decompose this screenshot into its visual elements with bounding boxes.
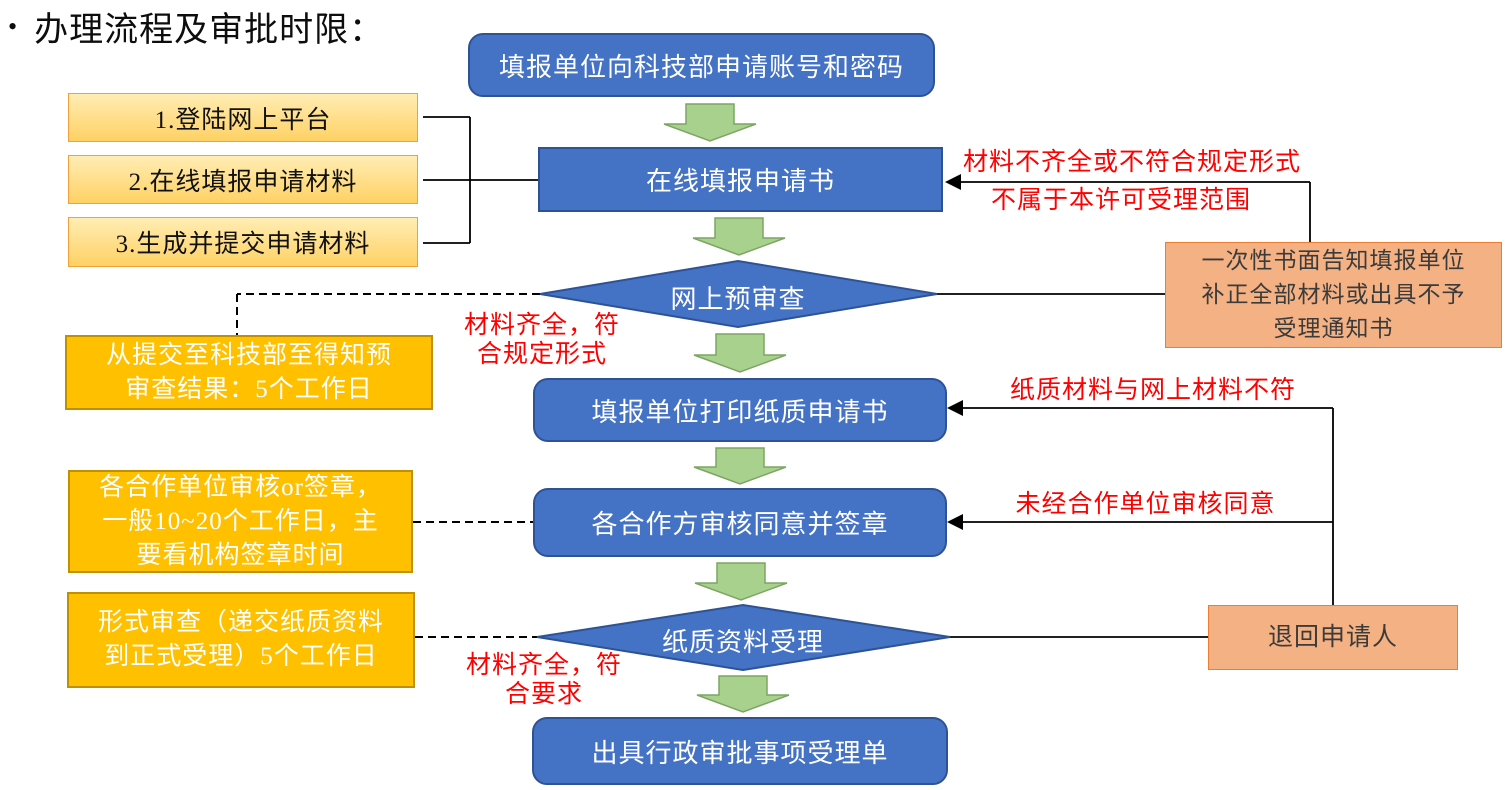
condition-form-ok: 材料齐全，符 合规定形式: [463, 312, 620, 368]
title-text: 办理流程及审批时限：: [34, 12, 385, 49]
arrowhead-print: [947, 400, 963, 416]
pre-review-diamond: [539, 259, 938, 329]
node-online-form: 在线填报申请书: [538, 147, 943, 212]
steps-bracket-line: [423, 116, 538, 244]
paper-accept-diamond: [536, 603, 951, 672]
reject-line-print: [961, 407, 1334, 605]
time-note-formal-review: 形式审查（递交纸质资料 到正式受理）5个工作日: [67, 592, 415, 688]
reject-return-applicant: 退回申请人: [1208, 605, 1458, 670]
node-paper-accept-label: 纸质资料受理: [661, 628, 824, 657]
reject-written-notice: 一次性书面告知填报单位 补正全部材料或出具不予 受理通知书: [1165, 242, 1502, 348]
down-arrow-1: [663, 103, 757, 142]
time-note-pre-review: 从提交至科技部至得知预 审查结果：5个工作日: [65, 335, 433, 410]
node-print-paper: 填报单位打印纸质申请书: [533, 378, 947, 442]
node-pre-review-label: 网上预审查: [670, 285, 806, 314]
down-arrow-3: [693, 333, 787, 373]
down-arrow-4: [693, 447, 787, 485]
step-item-1: 1.登陆网上平台: [68, 93, 418, 142]
step-item-2: 2.在线填报申请材料: [68, 155, 418, 204]
node-partner-sign: 各合作方审核同意并签章: [533, 488, 947, 557]
condition-no-partner-consent: 未经合作单位审核同意: [1015, 491, 1276, 518]
title-bullet: •: [8, 12, 19, 41]
step-item-3: 3.生成并提交申请材料: [68, 217, 418, 267]
arrowhead-online: [945, 174, 961, 190]
condition-out-of-scope: 不属于本许可受理范围: [990, 187, 1251, 214]
node-start: 填报单位向科技部申请账号和密码: [468, 33, 935, 97]
reject-line-online: [959, 181, 1311, 242]
condition-paper-mismatch: 纸质材料与网上材料不符: [1009, 377, 1296, 404]
down-arrow-6: [696, 675, 790, 713]
node-final-receipt: 出具行政审批事项受理单: [532, 717, 948, 785]
arrowhead-sign: [947, 514, 963, 530]
down-arrow-5: [694, 562, 788, 601]
down-arrow-2: [692, 217, 786, 256]
dashed-line-prereview-note: [236, 293, 540, 335]
condition-paper-ok: 材料齐全，符 合要求: [465, 652, 622, 708]
condition-incomplete-materials: 材料不齐全或不符合规定形式: [962, 149, 1301, 176]
page-title: • 办理流程及审批时限：: [8, 2, 384, 51]
time-note-partner-sign: 各合作单位审核or签章， 一般10~20个工作日，主 要看机构签章时间: [68, 470, 413, 573]
